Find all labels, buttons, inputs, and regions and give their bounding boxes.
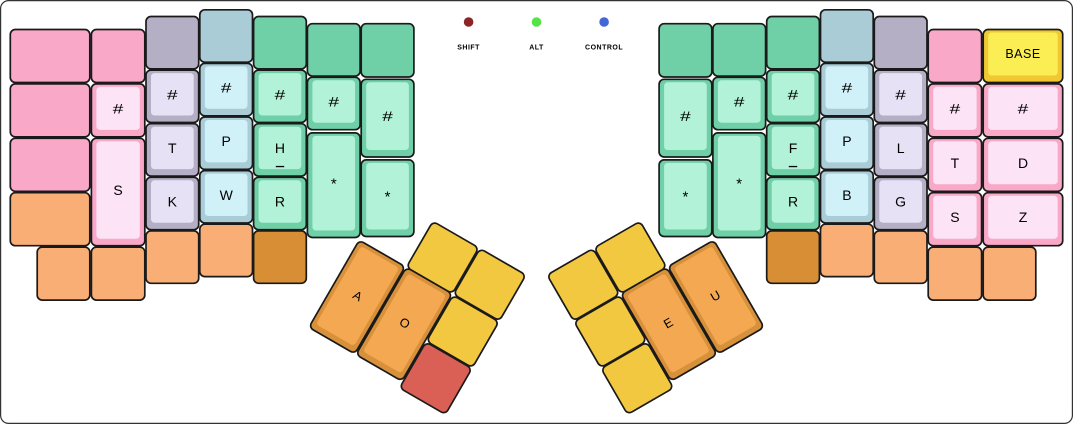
svg-text:Z: Z — [1019, 209, 1028, 225]
svg-text:*: * — [331, 176, 337, 193]
svg-text:L: L — [897, 140, 905, 156]
svg-text:K: K — [168, 194, 178, 210]
svg-text:R: R — [788, 194, 798, 210]
svg-text:P: P — [842, 133, 851, 149]
svg-text:CONTROL: CONTROL — [585, 45, 623, 52]
svg-text:F: F — [789, 140, 798, 156]
svg-text:P: P — [222, 133, 231, 149]
svg-text:*: * — [736, 176, 742, 193]
svg-text:#: # — [113, 100, 124, 116]
svg-text:*: * — [682, 189, 688, 206]
svg-text:T: T — [168, 140, 177, 156]
svg-text:R: R — [275, 194, 285, 210]
svg-text:#: # — [329, 94, 340, 110]
svg-text:B: B — [842, 187, 851, 203]
svg-text:S: S — [113, 182, 122, 198]
svg-text:#: # — [1018, 100, 1029, 116]
svg-text:#: # — [842, 80, 853, 96]
svg-text:#: # — [895, 86, 906, 102]
svg-text:#: # — [167, 86, 178, 102]
svg-text:W: W — [220, 187, 234, 203]
svg-text:BASE: BASE — [1005, 47, 1040, 61]
svg-text:ALT: ALT — [529, 45, 544, 52]
svg-text:#: # — [788, 86, 799, 102]
svg-text:D: D — [1018, 155, 1028, 171]
svg-text:#: # — [734, 94, 745, 110]
svg-text:#: # — [221, 80, 232, 96]
svg-text:G: G — [895, 194, 906, 210]
svg-text:*: * — [385, 189, 391, 206]
svg-text:#: # — [382, 108, 393, 124]
svg-text:SHIFT: SHIFT — [457, 45, 480, 52]
svg-text:#: # — [950, 100, 961, 116]
svg-text:#: # — [275, 86, 286, 102]
svg-text:S: S — [950, 209, 959, 225]
svg-text:T: T — [951, 155, 960, 171]
svg-text:#: # — [680, 108, 691, 124]
svg-text:H: H — [275, 140, 285, 156]
